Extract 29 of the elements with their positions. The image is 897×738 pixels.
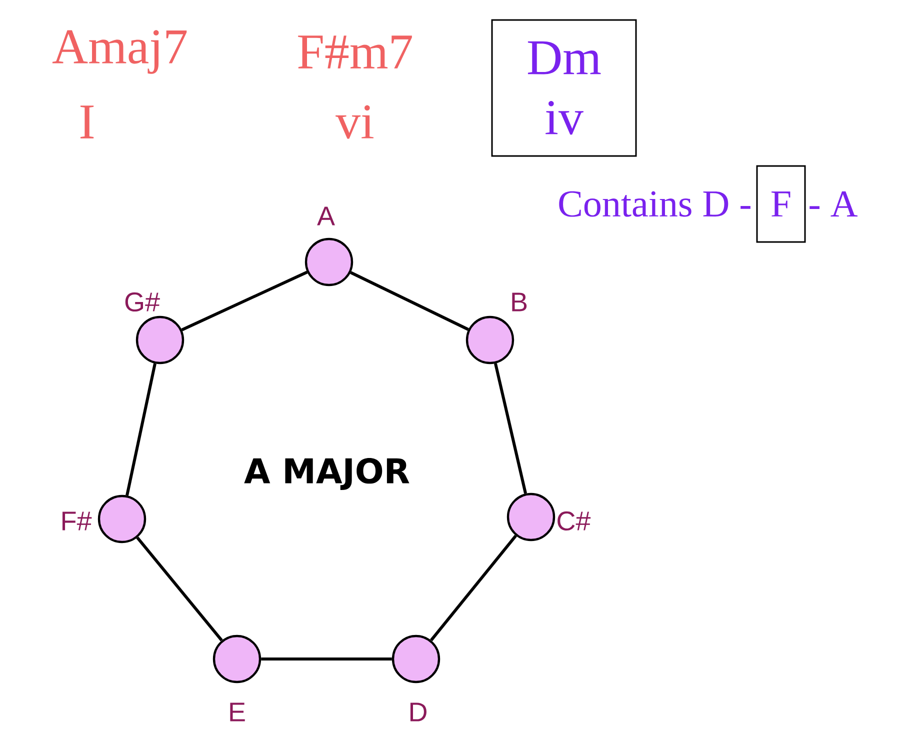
- roman-numeral: I: [80, 106, 94, 138]
- roman-numeral: vi: [336, 105, 374, 139]
- note-circle: [98, 494, 146, 544]
- note-circle: [506, 492, 556, 542]
- polygon-edge: [494, 363, 528, 494]
- note-label: F#: [62, 512, 92, 530]
- chord-name: F#m7: [298, 36, 412, 68]
- note-text: Contains D -: [559, 191, 750, 217]
- chord-name: Amaj7: [52, 30, 187, 74]
- note-circle: [466, 316, 514, 364]
- note-label: C#: [558, 511, 591, 531]
- note-label: E: [230, 702, 245, 722]
- polygon-edge: [350, 271, 469, 331]
- note-label: G#: [125, 292, 160, 312]
- polygon-edge: [181, 270, 308, 332]
- note-circle: [304, 238, 354, 286]
- chord-box: Dm iv: [491, 19, 637, 157]
- polygon-edge: [126, 363, 156, 496]
- polygon-edge: [261, 657, 392, 660]
- note-label: D: [410, 702, 426, 722]
- note-label: A: [317, 206, 335, 226]
- polygon-edge: [430, 534, 517, 642]
- note-label: B: [512, 292, 527, 312]
- note-circle: [136, 316, 184, 364]
- note-circle: [392, 634, 440, 684]
- key-title: A MAJOR: [244, 458, 410, 490]
- note-box: F: [756, 165, 806, 243]
- polygon-edge: [136, 536, 223, 642]
- note-circle: [212, 634, 262, 684]
